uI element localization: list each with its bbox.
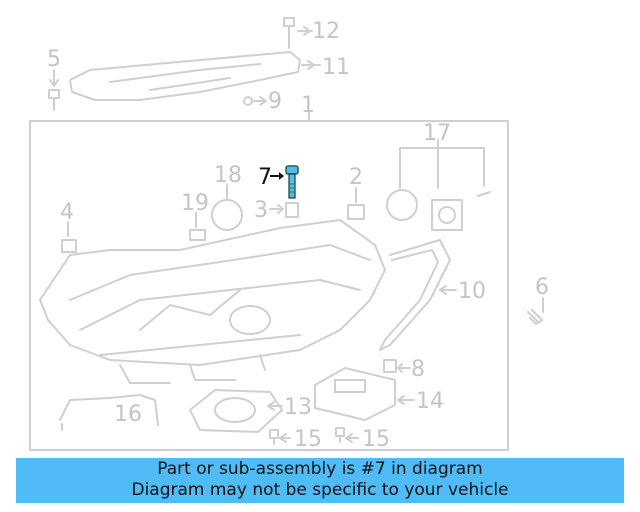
callout-13: 13 <box>284 395 312 420</box>
callout-9: 9 <box>268 89 282 114</box>
callout-1: 1 <box>301 93 315 118</box>
headlamp-lower-tabs <box>119 354 266 384</box>
ballast-part-13 <box>189 389 283 433</box>
headlamp-contour-lines <box>69 244 371 356</box>
callout-8: 8 <box>411 357 425 382</box>
clip-part-2 <box>347 204 365 220</box>
callout-15a: 15 <box>294 427 322 452</box>
bolt-7-head <box>285 165 299 175</box>
bolt-7-thread <box>290 183 294 193</box>
assembly-box <box>29 120 509 451</box>
callout-arrow-15b <box>345 433 359 443</box>
harness-part-16 <box>59 394 159 431</box>
callout-10: 10 <box>458 279 486 304</box>
callout-arrow-3 <box>269 204 284 214</box>
screw-part-17 <box>477 191 491 197</box>
callout-11: 11 <box>322 55 350 80</box>
callout-19: 19 <box>181 191 209 216</box>
bolt-part-5 <box>48 89 60 111</box>
callout-arrow-12 <box>297 26 313 36</box>
bolt-part-7-highlighted <box>285 165 299 199</box>
bolt-part-6 <box>527 309 543 325</box>
control-module-part-14 <box>314 367 396 421</box>
bolt-part-12 <box>283 17 295 49</box>
callout-18: 18 <box>214 163 242 188</box>
callout-4: 4 <box>60 200 74 225</box>
callout-14: 14 <box>416 389 444 414</box>
callout-arrow-8 <box>397 363 411 373</box>
banner-line-disclaimer: Diagram may not be specific to your vehi… <box>131 480 509 500</box>
nut-part-9 <box>243 96 253 106</box>
bolt-part-15a <box>269 429 279 445</box>
callout-arrow-9 <box>253 96 267 106</box>
callout-6: 6 <box>535 275 549 300</box>
ring-part-18 <box>211 199 243 231</box>
callout-5: 5 <box>47 47 61 72</box>
banner-line-part-number: Part or sub-assembly is #7 in diagram <box>157 459 483 479</box>
trim-strip-part-10 <box>379 239 451 351</box>
clip-part-4 <box>61 239 77 253</box>
headlamp-lens-detail <box>139 289 271 335</box>
callout-3: 3 <box>254 198 268 223</box>
callout-arrow-13 <box>267 401 283 411</box>
seal-part-17 <box>386 189 418 221</box>
callout-16: 16 <box>114 402 142 427</box>
callout-arrow-11 <box>301 60 321 70</box>
callout-arrow-15a <box>279 433 291 443</box>
info-banner: Part or sub-assembly is #7 in diagram Di… <box>16 458 624 503</box>
clip-part-19 <box>189 229 206 241</box>
headlamp-assembly <box>39 219 386 366</box>
cap-part-17 <box>431 199 463 231</box>
callout-arrowhead-7 <box>279 172 284 180</box>
clip-part-8 <box>383 359 397 373</box>
callout-arrow-14 <box>397 395 415 405</box>
callout-arrow-10 <box>439 285 457 295</box>
callout-17: 17 <box>423 121 451 146</box>
grommet-part-3 <box>285 202 299 218</box>
callout-12: 12 <box>312 19 340 44</box>
callout-7: 7 <box>258 165 272 190</box>
callout-15b: 15 <box>362 427 390 452</box>
bolt-7-shank <box>288 173 296 199</box>
callout-arrow-5 <box>49 69 59 87</box>
bolt-part-15b <box>335 427 345 443</box>
callout-2: 2 <box>349 165 363 190</box>
callout-leader-17 <box>399 139 485 189</box>
bracket-part-11 <box>69 51 301 101</box>
